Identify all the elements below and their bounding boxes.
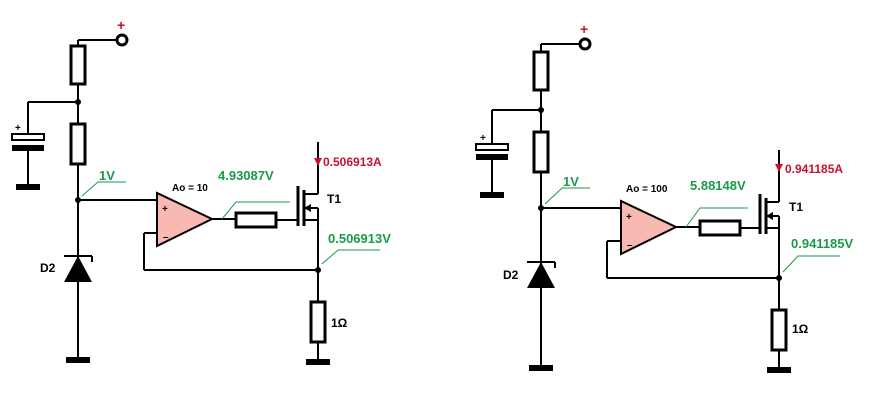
- circuit-left: + + 1V D2 + – Ao = 10: [11, 17, 391, 365]
- gate-resistor: [698, 219, 742, 237]
- opamp-out-voltage: 4.93087V: [218, 168, 274, 183]
- ground-symbol: [16, 184, 40, 190]
- transistor-label: T1: [789, 200, 803, 214]
- supply-plus: +: [117, 17, 125, 33]
- diode-label: D2: [40, 261, 56, 275]
- opamp-minus-pin: –: [163, 232, 169, 243]
- supply-terminal: [115, 33, 129, 47]
- gain-label: Ao = 10: [172, 183, 208, 194]
- load-resistor: [309, 300, 327, 344]
- circuit-right: + + 1V D2 + – Ao = 100 5.88148V: [475, 21, 854, 373]
- opamp-plus-pin: +: [626, 212, 632, 223]
- gate-resistor: [234, 211, 278, 229]
- node-voltage: 1V: [99, 168, 115, 183]
- ground-symbol: [66, 357, 90, 363]
- resistor-top: [69, 44, 87, 86]
- zener-diode: [64, 256, 92, 282]
- opamp-out-voltage: 5.88148V: [690, 178, 746, 193]
- ground-symbol: [767, 367, 791, 373]
- resistor-mid: [532, 130, 550, 174]
- current-arrow: [314, 158, 322, 166]
- battery-plus: +: [15, 123, 21, 134]
- current-arrow: [775, 164, 783, 172]
- junction-dot: [538, 107, 544, 113]
- source-voltage: 0.506913V: [328, 231, 391, 246]
- load-resistor-label: 1Ω: [331, 316, 348, 330]
- resistor-mid: [69, 122, 87, 166]
- ground-symbol: [529, 365, 553, 371]
- battery-plus: +: [480, 133, 486, 144]
- op-amp: [156, 191, 215, 248]
- opamp-plus-pin: +: [162, 204, 168, 215]
- load-resistor-label: 1Ω: [792, 322, 809, 336]
- diode-label: D2: [503, 268, 519, 282]
- transistor-label: T1: [327, 192, 341, 206]
- load-resistor: [770, 308, 788, 352]
- opamp-minus-pin: –: [627, 240, 633, 251]
- op-amp: [620, 199, 679, 256]
- supply-plus: +: [580, 21, 588, 37]
- supply-terminal: [578, 37, 592, 51]
- ground-symbol: [480, 192, 504, 198]
- battery: [475, 143, 509, 151]
- battery: [11, 133, 45, 141]
- ground-symbol: [306, 359, 330, 365]
- node-voltage: 1V: [563, 174, 579, 189]
- drain-current: 0.506913A: [323, 155, 382, 169]
- gain-label: Ao = 100: [626, 184, 668, 195]
- resistor-top: [532, 50, 550, 92]
- source-voltage: 0.941185V: [791, 236, 854, 251]
- zener-diode: [527, 262, 555, 288]
- drain-current: 0.941185A: [785, 162, 843, 176]
- junction-dot: [75, 99, 81, 105]
